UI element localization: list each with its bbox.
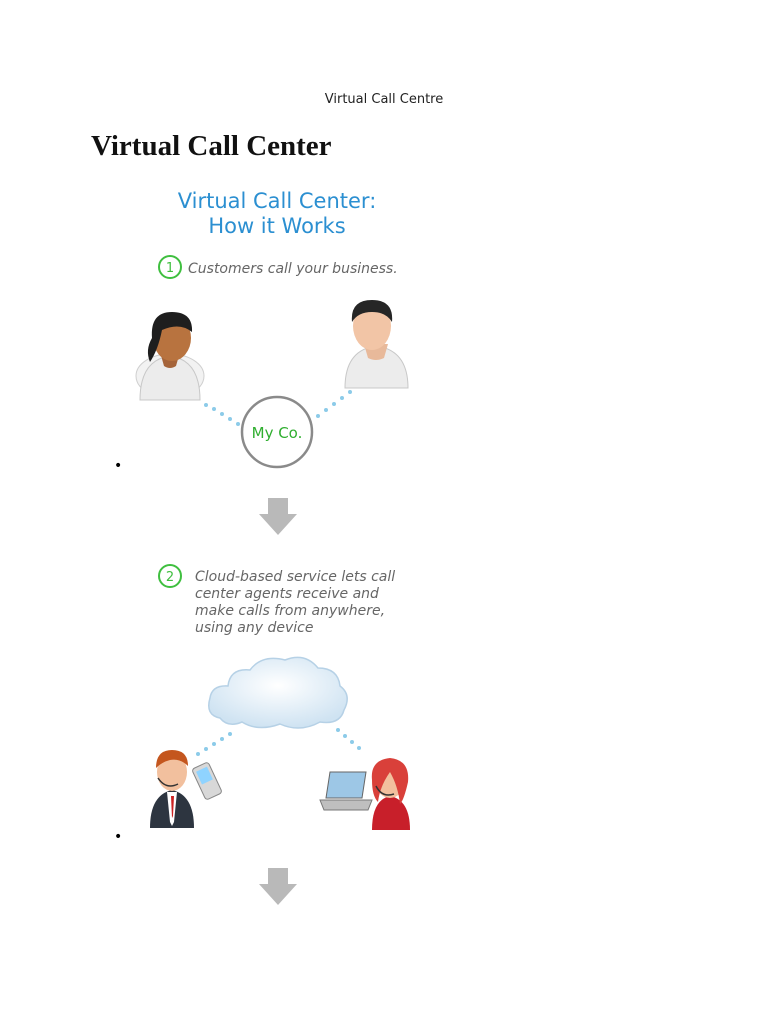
company-label: My Co.	[252, 424, 303, 442]
infographic-heading-line2: How it Works	[208, 214, 345, 238]
male-agent-icon	[150, 750, 194, 828]
cloud-icon	[209, 657, 347, 728]
infographic-heading-line1: Virtual Call Center:	[178, 189, 377, 213]
female-customer-icon	[136, 312, 204, 400]
step-1: 1 Customers call your business.	[159, 256, 398, 278]
step-2: 2 Cloud-based service lets call center a…	[159, 565, 395, 636]
mobile-phone-icon	[192, 762, 223, 800]
list-bullet: •	[114, 458, 122, 474]
step-1-number: 1	[166, 261, 174, 276]
step-2-line-2: center agents receive and	[195, 586, 379, 602]
female-agent-icon	[372, 758, 410, 830]
laptop-icon	[320, 772, 372, 810]
step-2-line-1: Cloud-based service lets call	[195, 569, 395, 585]
step-1-text: Customers call your business.	[188, 261, 398, 277]
connector-dots-2	[196, 728, 361, 756]
company-circle: My Co.	[242, 397, 312, 467]
step-2-number: 2	[166, 570, 174, 585]
list-bullet: •	[114, 829, 122, 845]
down-arrow-icon	[259, 498, 297, 535]
down-arrow-icon	[259, 868, 297, 905]
step-2-line-4: using any device	[195, 620, 313, 636]
male-customer-icon	[345, 300, 408, 388]
step-2-line-3: make calls from anywhere,	[195, 603, 385, 619]
